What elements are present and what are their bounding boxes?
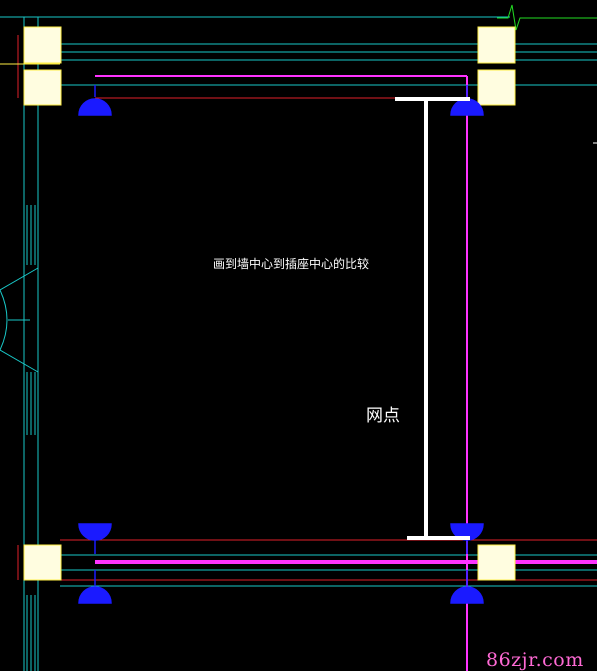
red-lines xyxy=(17,35,597,581)
outlet-symbols xyxy=(78,85,484,604)
outlet-symbol xyxy=(78,570,112,604)
annotation-main-note: 画到墙中心到插座中心的比较 xyxy=(213,257,370,271)
magenta-lines xyxy=(95,75,597,671)
column-blocks xyxy=(23,26,516,581)
outlet-symbol xyxy=(78,85,112,116)
outlet-symbol xyxy=(78,523,112,554)
annotation-dimension-label: 网点 xyxy=(366,406,400,426)
outlet-symbol xyxy=(450,570,484,604)
dimension-line xyxy=(395,97,470,540)
wall-lines xyxy=(0,16,597,671)
watermark: 86zjr.com xyxy=(486,649,584,671)
break-line xyxy=(497,4,597,31)
